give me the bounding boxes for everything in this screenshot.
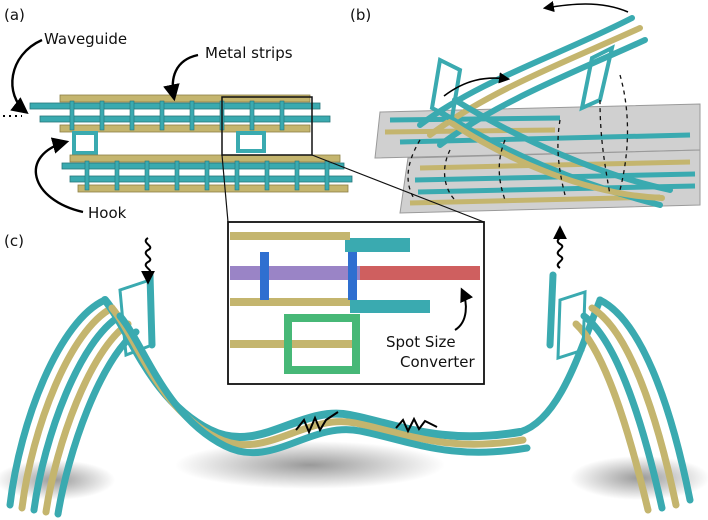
- metal-strip: [77, 184, 349, 193]
- inset-metal-strip: [230, 340, 360, 348]
- inset-rung: [260, 252, 269, 300]
- metal-strip: [59, 124, 311, 133]
- panel-b-label: (b): [350, 6, 371, 24]
- zoom-line: [221, 154, 229, 223]
- inset-metal-strip: [230, 298, 350, 306]
- spot-size-converter: [360, 266, 480, 280]
- chip-lower: [61, 154, 353, 193]
- zoom-box: [221, 96, 313, 156]
- label-converter: Converter: [400, 353, 476, 371]
- inset-waveguide-purple: [230, 266, 360, 280]
- waveguide: [29, 102, 321, 110]
- rungs-lower: [84, 160, 330, 191]
- hook-loops: [72, 131, 266, 155]
- shadow: [175, 441, 445, 489]
- inset-metal-strip: [230, 232, 350, 240]
- label-waveguide: Waveguide: [44, 30, 127, 48]
- waveguide: [69, 175, 353, 183]
- inset-rung: [348, 252, 357, 300]
- label-metal-strips: Metal strips: [205, 44, 293, 62]
- label-spot-size: Spot Size: [386, 333, 456, 351]
- center-ribbon: [101, 296, 531, 457]
- arrow-lift-top: [542, 1, 629, 13]
- arrow-lift-mid: [443, 72, 511, 97]
- panel-b: (b): [350, 1, 701, 214]
- inset-waveguide: [350, 300, 430, 313]
- chip-upper: [29, 94, 331, 133]
- panel-a-label: (a): [4, 6, 25, 24]
- inset-waveguide: [345, 238, 410, 252]
- guide-dashes: [407, 74, 629, 201]
- waveguide: [39, 115, 331, 123]
- panel-a: (a): [3, 6, 353, 222]
- panel-c: (c): [0, 225, 708, 518]
- inset-hook: [284, 314, 360, 374]
- arrow-converter: [454, 287, 474, 331]
- arrow-metal-strips: [163, 53, 199, 102]
- metal-strip: [59, 94, 311, 103]
- waveguide: [61, 162, 345, 170]
- inset: Spot Size Converter: [221, 154, 485, 385]
- label-hook: Hook: [88, 204, 127, 222]
- arch-right: [516, 271, 694, 514]
- arrow-hook: [34, 137, 84, 214]
- arch-left: [6, 271, 156, 518]
- arrow-waveguide: [10, 38, 43, 115]
- panel-c-label: (c): [4, 232, 24, 250]
- zoom-line: [311, 154, 485, 223]
